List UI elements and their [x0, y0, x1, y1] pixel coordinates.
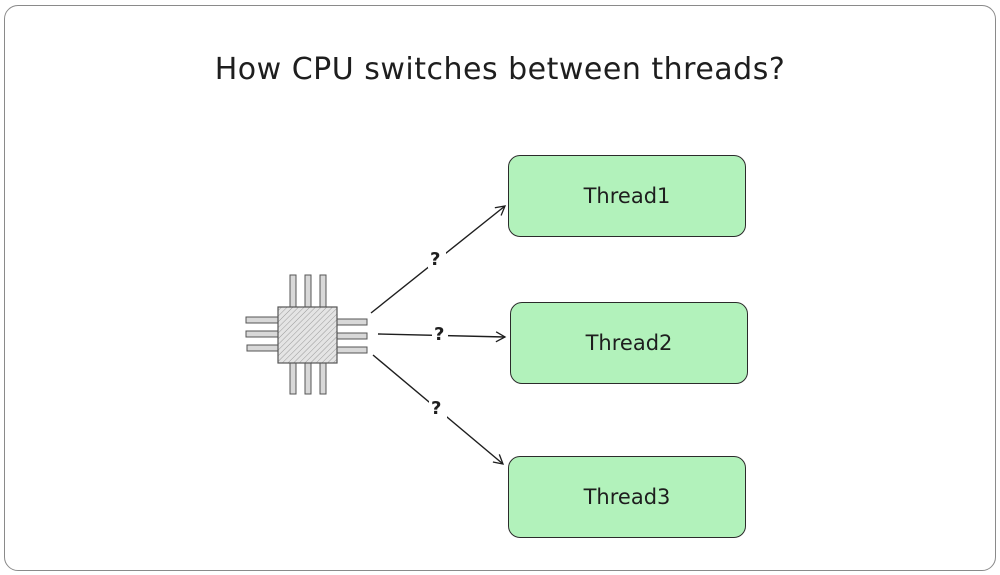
diagram-title: How CPU switches between threads?: [214, 52, 786, 87]
label-bg: [428, 246, 446, 268]
cpu-chip-icon: [245, 274, 368, 395]
thread-box-3: Thread3: [508, 456, 746, 538]
thread-label: Thread1: [583, 184, 671, 208]
arrow-label-2: ?: [434, 324, 444, 345]
arrow-label-1: ?: [430, 249, 440, 270]
thread-label: Thread3: [583, 485, 671, 509]
canvas-frame: [4, 5, 996, 571]
thread-box-2: Thread2: [510, 302, 748, 384]
label-bg: [429, 396, 447, 418]
thread-label: Thread2: [585, 331, 673, 355]
arrow-label-3: ?: [431, 398, 441, 419]
thread-box-1: Thread1: [508, 155, 746, 237]
label-bg: [432, 322, 448, 344]
